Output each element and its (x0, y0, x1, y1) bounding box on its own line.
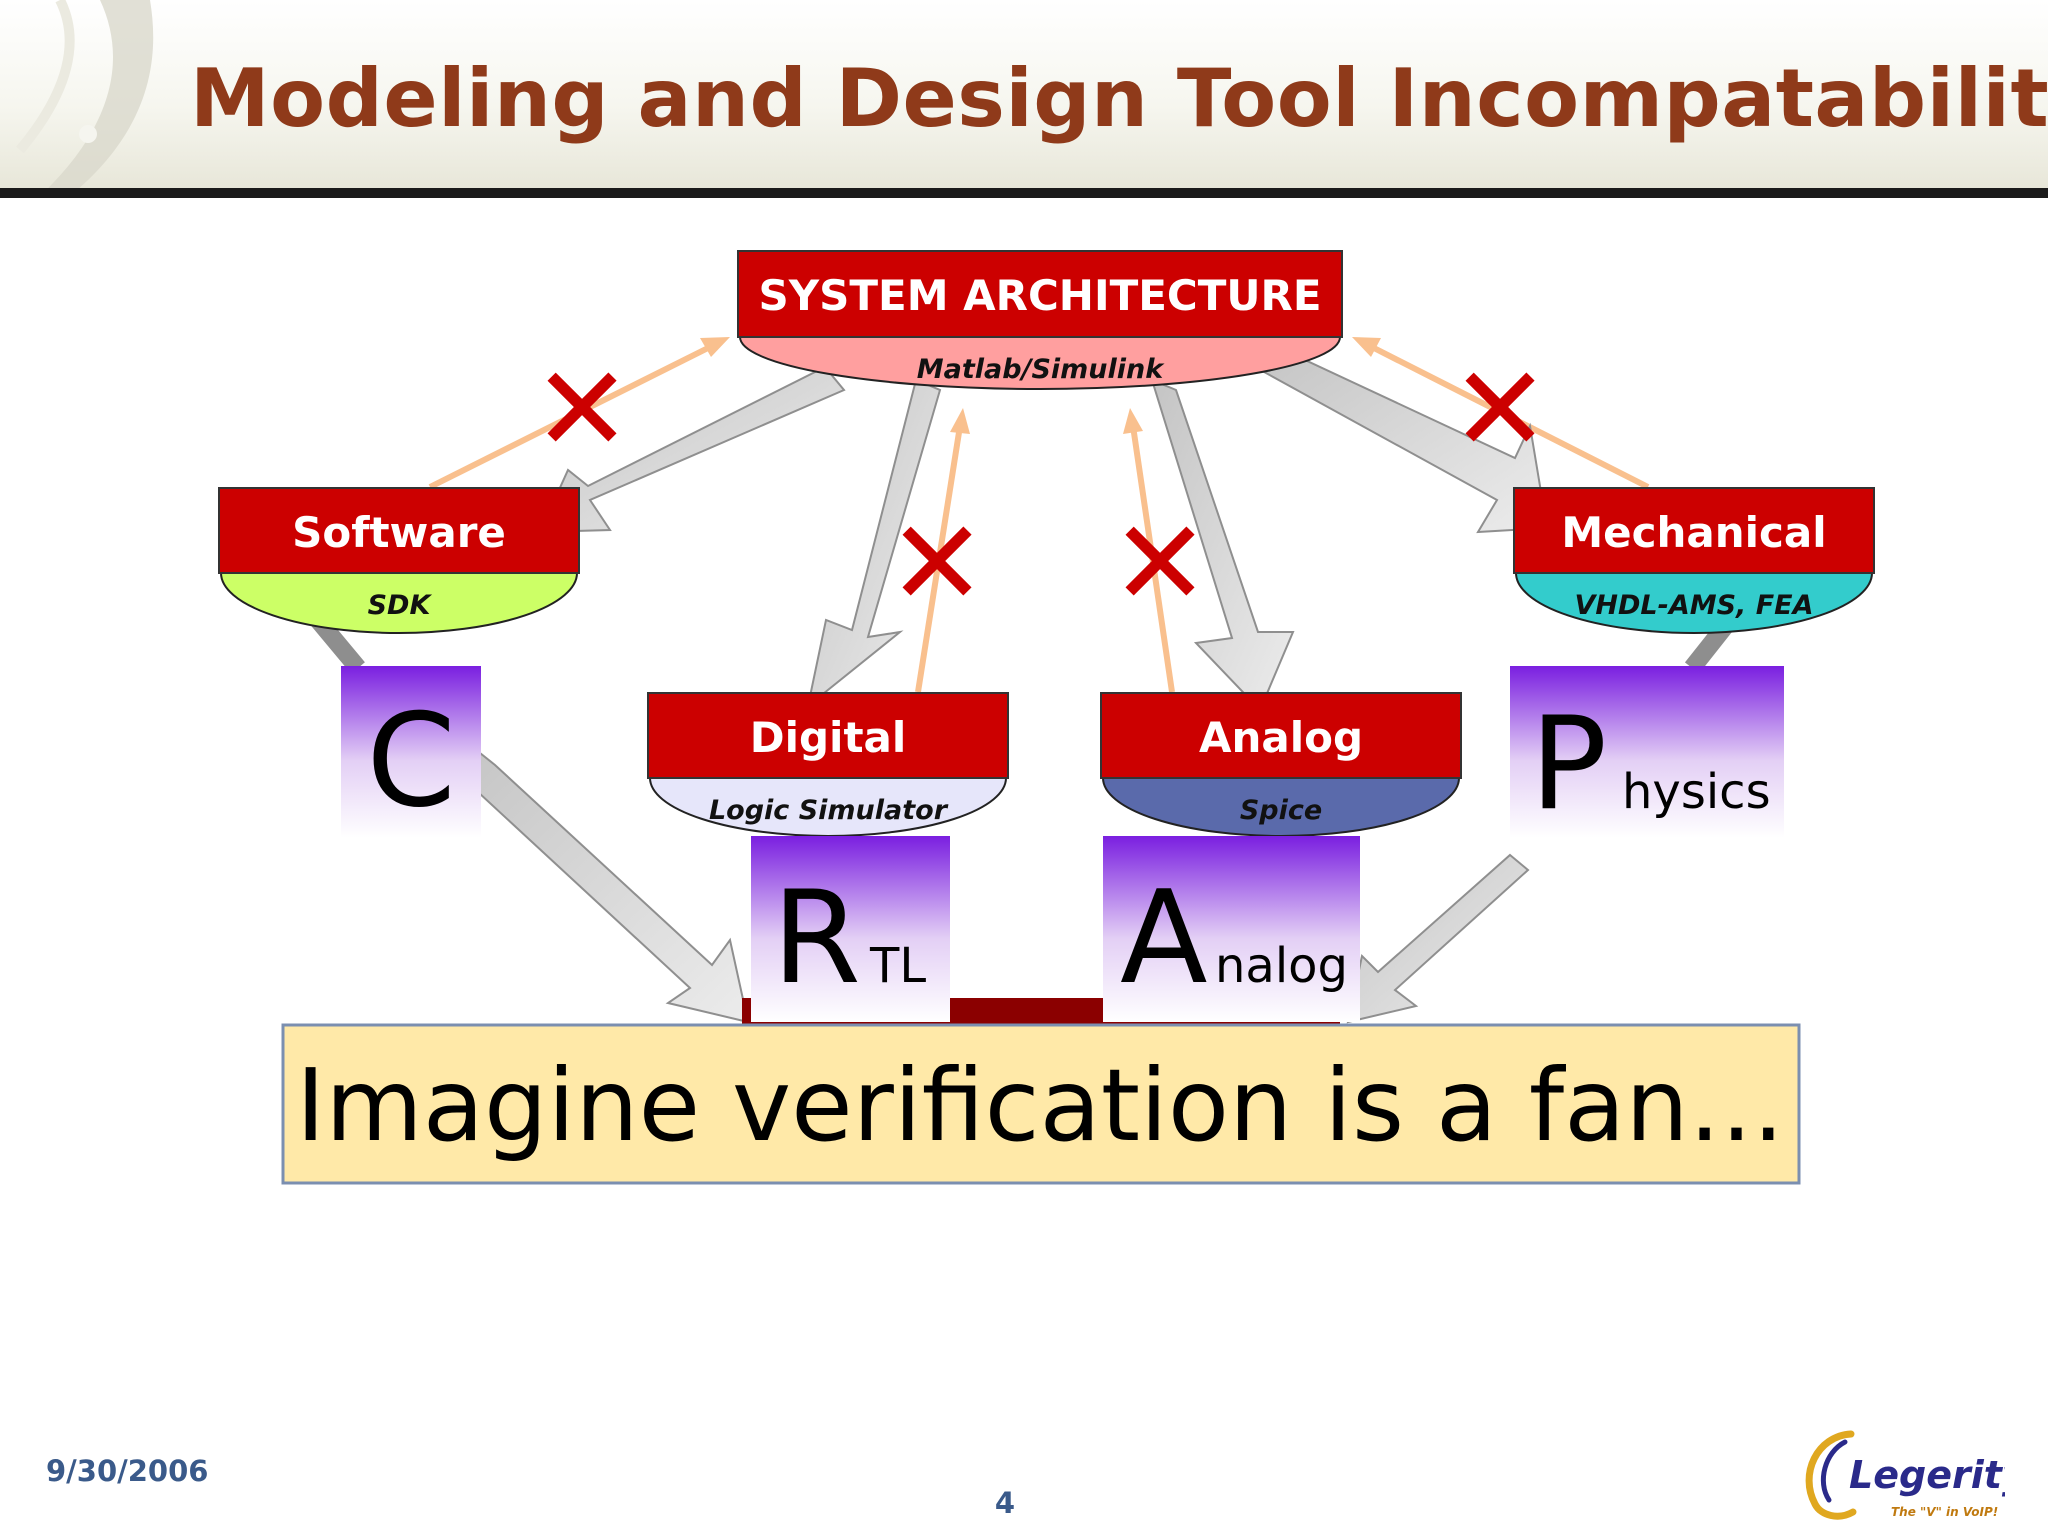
slide-title: Modeling and Design Tool Incompatability (190, 52, 2048, 145)
digital-tool-ellipse (648, 777, 1008, 837)
legerity-logo: Legerity The "V" in VoIP! (1805, 1430, 2005, 1520)
verification-callout: Imagine verification is a fan... (281, 1023, 1801, 1185)
feedback-arrows (428, 337, 1650, 693)
software-title-bar (218, 487, 580, 574)
language-tile-c-bg (341, 666, 481, 838)
feedback-arrow-analog (1123, 408, 1175, 693)
header-rule (0, 188, 2048, 198)
flow-arrow-to-analog (1150, 378, 1295, 712)
language-tile-c: C (341, 666, 481, 838)
language-tile-rtl-bg (751, 836, 950, 1022)
analog-block: Analog Spice (1100, 692, 1462, 837)
language-tile-analog-bg (1103, 836, 1360, 1022)
feedback-arrow-digital (915, 408, 970, 693)
header-swoosh-decoration (16, 0, 154, 196)
callout-box (281, 1023, 1801, 1185)
system-architecture-block: SYSTEM ARCHITECTURE Matlab/Simulink (737, 250, 1343, 390)
language-tile-physics-bg (1510, 666, 1784, 838)
system-title-bar (737, 250, 1343, 338)
language-suffix-nalog: nalog (1215, 938, 1348, 994)
digital-block: Digital Logic Simulator (647, 692, 1009, 837)
software-tool-label: SDK (368, 590, 433, 621)
incompatible-mark-mechanical: ✕ (1451, 340, 1550, 478)
digital-title-bar (647, 692, 1009, 779)
incompatible-mark-digital: ✕ (888, 494, 987, 632)
incompatibility-marks: ✕ ✕ ✕ ✕ (533, 340, 1550, 632)
language-tile-rtl: R TL (751, 836, 950, 1022)
language-letter-c: C (366, 687, 455, 836)
system-tool-label: Matlab/Simulink (917, 354, 1165, 385)
mechanical-block: Mechanical VHDL-AMS, FEA (1513, 487, 1875, 634)
language-letter-r: R (772, 864, 861, 1013)
footer-date: 9/30/2006 (46, 1454, 209, 1488)
flow-arrow-physics-to-verification (1346, 853, 1530, 1024)
header-band (0, 0, 2048, 192)
digital-title: Digital (750, 713, 907, 762)
mechanical-tool-label: VHDL-AMS, FEA (1575, 590, 1814, 621)
feedback-arrow-mechanical (1352, 337, 1650, 490)
language-suffix-hysics: hysics (1622, 764, 1771, 820)
logo-brand: Legerity (1849, 1453, 2005, 1497)
language-suffix-tl: TL (869, 938, 926, 994)
incompatible-mark-software: ✕ (533, 340, 632, 478)
language-tile-analog: A nalog (1103, 836, 1360, 1022)
logo-tagline: The "V" in VoIP! (1891, 1505, 1998, 1519)
tool-connectors (311, 614, 1738, 674)
software-block: Software SDK (218, 487, 580, 634)
incompatible-mark-analog: ✕ (1111, 494, 1210, 632)
language-letter-a: A (1120, 864, 1208, 1013)
system-tool-ellipse (738, 336, 1342, 390)
flow-arrow-to-mechanical (1253, 344, 1549, 534)
analog-title-bar (1100, 692, 1462, 779)
analog-tool-ellipse (1101, 777, 1461, 837)
software-tool-ellipse (219, 572, 579, 634)
callout-text: Imagine verification is a fan... (296, 1047, 1784, 1164)
system-title: SYSTEM ARCHITECTURE (758, 271, 1321, 320)
language-letter-p: P (1530, 690, 1607, 839)
flow-arrow-to-digital (806, 378, 942, 709)
language-tile-physics: P hysics (1510, 666, 1784, 839)
mechanical-title: Mechanical (1561, 508, 1826, 557)
software-title: Software (292, 508, 506, 557)
mechanical-title-bar (1513, 487, 1875, 574)
analog-tool-label: Spice (1240, 795, 1322, 826)
page-number: 4 (994, 1486, 1016, 1520)
analog-title: Analog (1199, 713, 1363, 762)
feedback-arrow-software (428, 337, 730, 490)
digital-tool-label: Logic Simulator (709, 795, 949, 826)
flow-arrows (450, 344, 1549, 1024)
mechanical-tool-ellipse (1514, 572, 1874, 634)
